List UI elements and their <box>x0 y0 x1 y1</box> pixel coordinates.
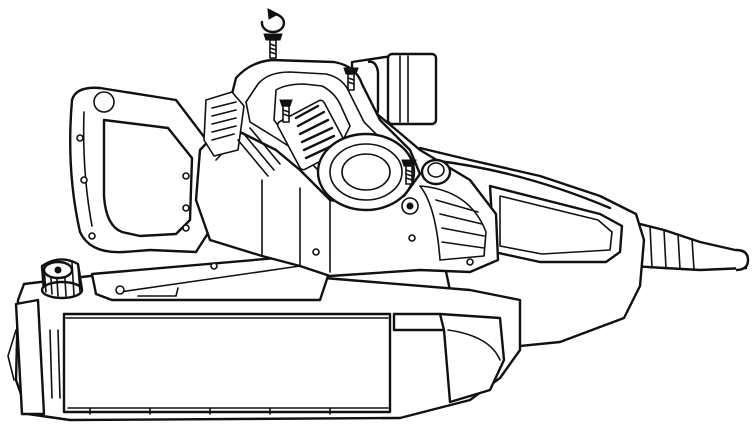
power-cord <box>630 220 750 272</box>
front-roller <box>14 298 46 416</box>
tracking-knob <box>40 258 84 300</box>
bearing-cap <box>316 132 416 212</box>
rear-roller-cover <box>438 312 506 404</box>
belt-guard-panel <box>62 312 392 414</box>
side-vents <box>203 91 281 177</box>
front-handle <box>69 86 216 254</box>
screw-center <box>279 99 293 123</box>
screw-lower <box>401 197 419 215</box>
rotate-counterclockwise-icon <box>260 8 286 34</box>
screw-icon <box>263 33 283 59</box>
screw-right <box>343 67 359 91</box>
dust-port <box>350 52 438 126</box>
lock-button <box>420 158 452 186</box>
screw-cap <box>401 159 417 185</box>
screw-top <box>263 33 283 59</box>
belt-housing <box>7 274 522 422</box>
side-plate <box>90 254 332 302</box>
